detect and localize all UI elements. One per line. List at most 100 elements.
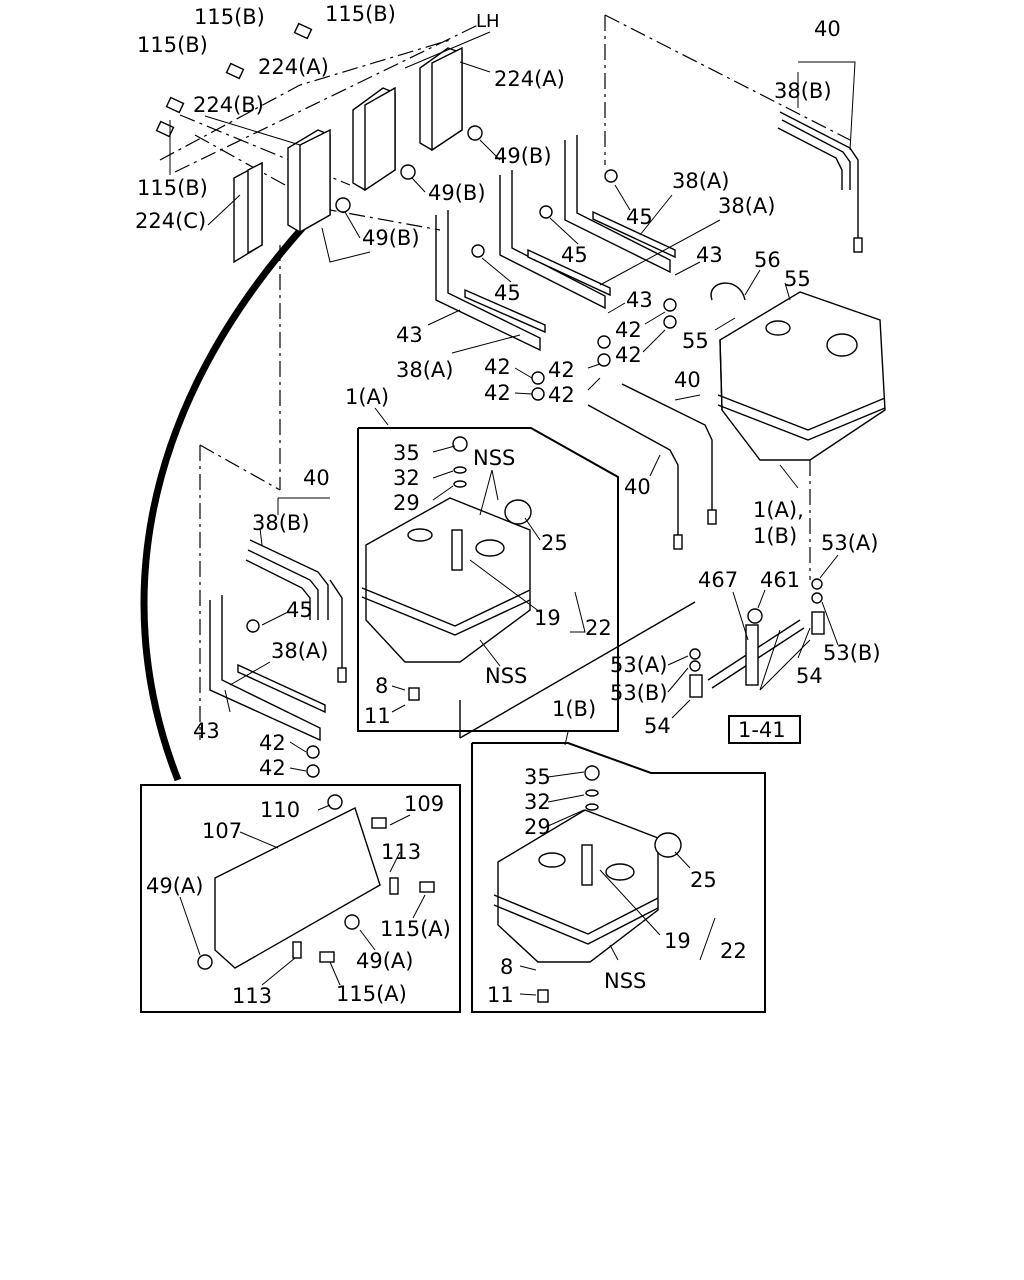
- label-1a: 1(A),: [753, 498, 804, 522]
- label-42: 42: [259, 731, 286, 755]
- nut-icon: [531, 387, 545, 401]
- label-32: 32: [393, 466, 420, 490]
- label-43: 43: [696, 243, 723, 267]
- label-109: 109: [404, 792, 444, 816]
- label-110: 110: [260, 798, 300, 822]
- label-113: 113: [232, 984, 272, 1008]
- label-467: 467: [698, 568, 738, 592]
- label-107: 107: [202, 819, 242, 843]
- label-29: 29: [393, 491, 420, 515]
- label-8: 8: [500, 955, 513, 979]
- label-45: 45: [626, 205, 653, 229]
- nut-icon: [663, 298, 677, 312]
- label-49b: 49(B): [428, 181, 486, 205]
- label-40: 40: [303, 466, 330, 490]
- label-53b: 53(B): [610, 681, 668, 705]
- label-35: 35: [393, 441, 420, 465]
- label-53a: 53(A): [610, 653, 667, 677]
- label-32: 32: [524, 790, 551, 814]
- strap-lower-left: [209, 539, 347, 778]
- label-224c: 224(C): [135, 209, 206, 233]
- label-1a: 1(A): [345, 385, 389, 409]
- label-38b: 38(B): [252, 511, 310, 535]
- label-224b: 224(B): [193, 93, 264, 117]
- label-115b: 115(B): [137, 176, 208, 200]
- label-42: 42: [548, 383, 575, 407]
- fuel-tank-a: [361, 436, 532, 701]
- strap-upper-2: [499, 170, 611, 310]
- label-25: 25: [541, 531, 568, 555]
- nut-icon: [335, 197, 351, 213]
- label-42: 42: [615, 318, 642, 342]
- label-22: 22: [585, 616, 612, 640]
- label-224a: 224(A): [494, 67, 565, 91]
- label-115a: 115(A): [380, 917, 451, 941]
- label-22: 22: [720, 939, 747, 963]
- part-labels: 115(B) 115(B) LH 115(B) 224(A) 224(A) 22…: [135, 2, 881, 1008]
- callout-arc: [140, 222, 308, 782]
- label-55: 55: [784, 267, 811, 291]
- label-8: 8: [375, 674, 388, 698]
- label-55: 55: [682, 329, 709, 353]
- label-45: 45: [286, 598, 313, 622]
- label-nss: NSS: [485, 664, 527, 688]
- label-1b: 1(B): [552, 697, 596, 721]
- inset-box-tank-b: [471, 742, 766, 1013]
- rod-40-middle: [587, 383, 717, 550]
- label-lh: LH: [476, 11, 500, 32]
- label-42: 42: [484, 381, 511, 405]
- bolt-icon: [293, 22, 313, 40]
- label-49a: 49(A): [356, 949, 413, 973]
- label-nss: NSS: [473, 446, 515, 470]
- label-115b: 115(B): [325, 2, 396, 26]
- label-nss: NSS: [604, 969, 646, 993]
- label-42: 42: [259, 756, 286, 780]
- ref-box-1-41: [728, 715, 801, 744]
- bolt-icon: [155, 120, 175, 138]
- drain-assembly: [689, 578, 825, 698]
- nut-icon: [597, 353, 611, 367]
- bolt-icon: [471, 244, 485, 258]
- label-56: 56: [754, 248, 781, 272]
- bolt-icon: [225, 62, 245, 80]
- bolt-icon: [539, 205, 553, 219]
- fuel-tank-right: [710, 282, 886, 461]
- inset-box-tank-a: [357, 427, 619, 732]
- leader-lines: [169, 31, 839, 996]
- bolt-icon: [604, 169, 618, 183]
- label-19: 19: [664, 929, 691, 953]
- label-29: 29: [524, 815, 551, 839]
- label-224a: 224(A): [258, 55, 329, 79]
- label-40: 40: [624, 475, 651, 499]
- label-42: 42: [548, 358, 575, 382]
- label-11: 11: [364, 704, 391, 728]
- strap-upper-1: [435, 210, 546, 352]
- inset-box-cover: [140, 784, 461, 1013]
- label-38a: 38(A): [718, 194, 775, 218]
- label-49b: 49(B): [362, 226, 420, 250]
- label-53a: 53(A): [821, 531, 878, 555]
- label-43: 43: [193, 719, 220, 743]
- label-1b: 1(B): [753, 524, 797, 548]
- bracket-224a-upper: [419, 46, 463, 152]
- label-40: 40: [814, 17, 841, 41]
- label-49b: 49(B): [494, 144, 552, 168]
- fuel-tank-b: [493, 765, 682, 1003]
- label-115b: 115(B): [137, 33, 208, 57]
- nut-icon: [400, 164, 416, 180]
- label-45: 45: [561, 243, 588, 267]
- nut-icon: [597, 335, 611, 349]
- label-40: 40: [674, 368, 701, 392]
- label-42: 42: [484, 355, 511, 379]
- label-43: 43: [396, 323, 423, 347]
- nut-icon: [663, 315, 677, 329]
- bracket-224a-lower: [352, 86, 396, 192]
- nut-icon: [531, 371, 545, 385]
- label-113: 113: [381, 840, 421, 864]
- bolt-icon: [165, 96, 185, 114]
- label-115b: 115(B): [194, 5, 265, 29]
- label-53b: 53(B): [823, 641, 881, 665]
- label-38a: 38(A): [271, 639, 328, 663]
- nut-icon: [467, 125, 483, 141]
- ref-1-41[interactable]: 1-41: [738, 718, 786, 742]
